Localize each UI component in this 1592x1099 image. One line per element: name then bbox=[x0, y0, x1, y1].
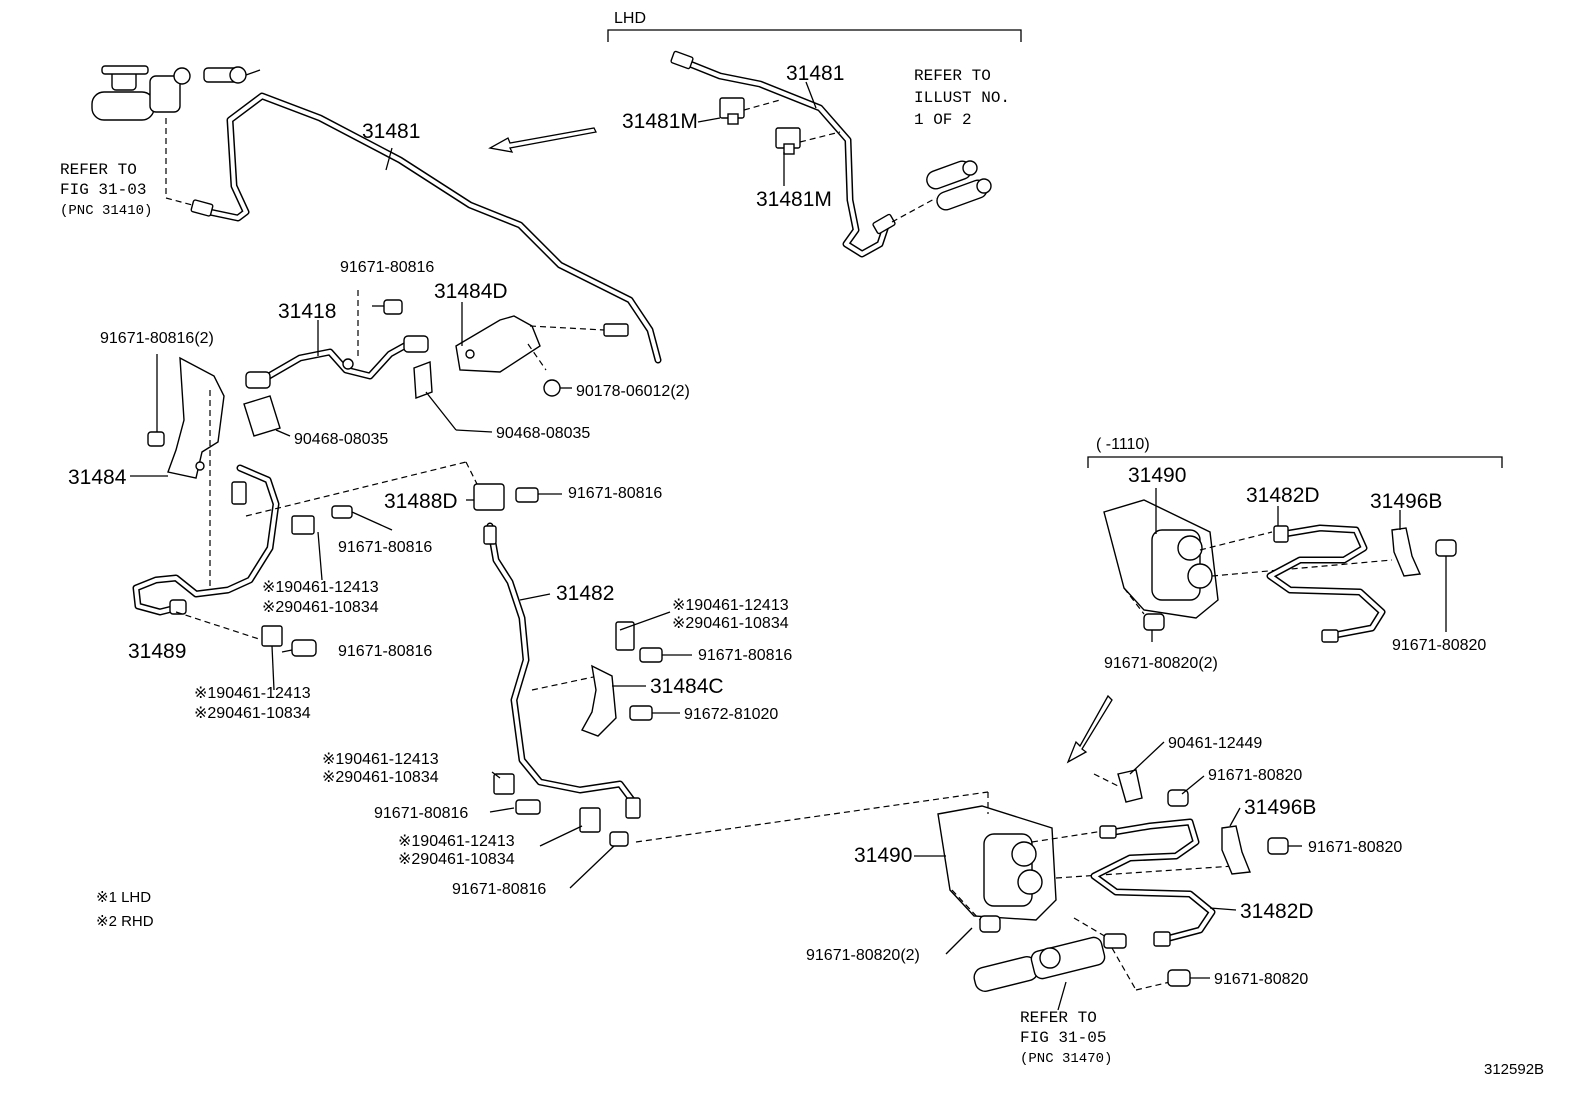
clamp-with-bolt-91671-80816-b bbox=[245, 461, 481, 535]
clamp-31496b-upper bbox=[1391, 527, 1457, 632]
refer-fig-3103-line3: (PNC 31410) bbox=[60, 203, 152, 219]
to-1110-group-bracket: ( -1110) bbox=[1087, 436, 1503, 468]
pipe-31482 bbox=[483, 522, 989, 843]
label-90468-08035-b: 90468-08035 bbox=[496, 425, 590, 442]
label-31481m-lower: 31481M bbox=[756, 188, 832, 211]
label-31484: 31484 bbox=[68, 466, 127, 489]
label-31482d-lower: 31482D bbox=[1240, 900, 1314, 923]
refer-illust-line1: REFER TO bbox=[914, 67, 991, 85]
union-fitting bbox=[891, 160, 992, 223]
refer-fig-3105-line3: (PNC 31470) bbox=[1020, 1051, 1112, 1067]
refer-fig-3103-line1: REFER TO bbox=[60, 161, 137, 179]
diagram-id: 312592B bbox=[1484, 1061, 1544, 1078]
note-rhd-c: ※290461-10834 bbox=[672, 615, 789, 632]
label-31418: 31418 bbox=[278, 300, 336, 323]
clip-90468-08035-a bbox=[243, 395, 291, 437]
label-91671-80820-2-upper: 91671-80820(2) bbox=[1104, 655, 1218, 672]
label-91671-80816-c: 91671-80816 bbox=[338, 539, 432, 556]
lhd-group-label: LHD bbox=[614, 10, 646, 27]
label-91671-80820-d: 91671-80820 bbox=[1214, 971, 1308, 988]
label-91671-80816-top: 91671-80816 bbox=[340, 259, 434, 276]
legend-rhd: ※2 RHD bbox=[96, 913, 154, 930]
label-91671-80816-d: 91671-80816 bbox=[338, 643, 432, 660]
clamp-31481m-upper bbox=[719, 97, 781, 125]
label-31484d: 31484D bbox=[434, 280, 508, 303]
clamp-with-bolt-91671-80816-d bbox=[175, 611, 317, 691]
label-91671-80820-b: 91671-80820 bbox=[1208, 767, 1302, 784]
pipe-31481-main bbox=[190, 92, 662, 364]
note-lhd-a: ※190461-12413 bbox=[262, 579, 379, 596]
label-31490-lower: 31490 bbox=[854, 844, 912, 867]
label-90468-08035-a: 90468-08035 bbox=[294, 431, 388, 448]
clamp-90461-12449 bbox=[1093, 769, 1189, 807]
label-91671-80816-g: 91671-80816 bbox=[452, 881, 546, 898]
label-31496b-lower: 31496B bbox=[1244, 796, 1316, 819]
label-91671-80816-f: 91671-80816 bbox=[374, 805, 468, 822]
label-31484c: 31484C bbox=[650, 675, 724, 698]
label-91671-80816-2: 91671-80816(2) bbox=[100, 330, 214, 347]
label-31481-main: 31481 bbox=[362, 120, 420, 143]
pipe-31481-lhd bbox=[670, 50, 896, 258]
arrow-down-left-icon bbox=[1066, 694, 1113, 764]
label-90461-12449: 90461-12449 bbox=[1168, 735, 1262, 752]
clamp-31496b-lower bbox=[1221, 825, 1289, 875]
note-rhd-d: ※290461-10834 bbox=[322, 769, 439, 786]
label-31490-upper: 31490 bbox=[1128, 464, 1186, 487]
label-91671-80820-2-lower: 91671-80820(2) bbox=[806, 947, 920, 964]
note-lhd-d: ※190461-12413 bbox=[322, 751, 439, 768]
clamp-31481m-lower bbox=[775, 127, 841, 155]
bolt-91671-80816-top bbox=[357, 290, 403, 360]
to-1110-group-label: ( -1110) bbox=[1096, 436, 1150, 453]
refer-illust-line2: ILLUST NO. bbox=[914, 89, 1010, 107]
bracket-31484c bbox=[580, 621, 663, 737]
label-91671-80816-e: 91671-80816 bbox=[698, 647, 792, 664]
clutch-damper-31490-upper bbox=[1103, 499, 1393, 631]
refer-fig-3105-line2: FIG 31-05 bbox=[1020, 1029, 1106, 1047]
label-91671-80820-a: 91671-80820 bbox=[1392, 637, 1486, 654]
refer-illust-line3: 1 OF 2 bbox=[914, 111, 972, 129]
note-rhd-e: ※290461-10834 bbox=[398, 851, 515, 868]
label-31482: 31482 bbox=[556, 582, 614, 605]
clamp-with-bolt-91671-80816-f bbox=[493, 773, 541, 815]
note-lhd-b: ※190461-12413 bbox=[194, 685, 311, 702]
bracket-31488d bbox=[473, 483, 562, 511]
pipe-31482d-lower bbox=[1090, 818, 1216, 947]
nut-90178-06012 bbox=[543, 379, 572, 397]
clip-90468-08035-b bbox=[413, 361, 493, 433]
bracket-31484 bbox=[147, 354, 225, 590]
pipe-31482d-upper bbox=[1266, 524, 1386, 643]
label-91672-81020: 91672-81020 bbox=[684, 706, 778, 723]
label-90178-06012: 90178-06012(2) bbox=[576, 383, 690, 400]
leader-lines bbox=[130, 81, 1401, 1011]
refer-fig-3103-line2: FIG 31-03 bbox=[60, 181, 146, 199]
note-lhd-c: ※190461-12413 bbox=[672, 597, 789, 614]
clutch-master-cylinder bbox=[91, 65, 261, 207]
arrow-left-icon bbox=[488, 127, 597, 153]
label-31481-lhd: 31481 bbox=[786, 62, 844, 85]
label-31481m-upper: 31481M bbox=[622, 110, 698, 133]
label-31496b-upper: 31496B bbox=[1370, 490, 1442, 513]
lhd-group-bracket: LHD bbox=[607, 10, 1022, 42]
legend-lhd: ※1 LHD bbox=[96, 889, 151, 906]
flex-hose-31418 bbox=[245, 335, 429, 389]
note-rhd-a: ※290461-10834 bbox=[262, 599, 379, 616]
pipe-31489 bbox=[132, 464, 280, 616]
clamp-with-bolt-91671-80816-g bbox=[569, 807, 629, 889]
note-rhd-b: ※290461-10834 bbox=[194, 705, 311, 722]
note-lhd-e: ※190461-12413 bbox=[398, 833, 515, 850]
label-31488d: 31488D bbox=[384, 490, 458, 513]
label-91671-80816-b: 91671-80816 bbox=[568, 485, 662, 502]
clutch-damper-31490-lower bbox=[937, 792, 1235, 933]
bracket-31484d bbox=[455, 315, 629, 373]
clutch-release-cylinder bbox=[973, 917, 1191, 992]
label-91671-80820-c: 91671-80820 bbox=[1308, 839, 1402, 856]
label-31489: 31489 bbox=[128, 640, 186, 663]
label-31482d-upper: 31482D bbox=[1246, 484, 1320, 507]
refer-fig-3105-line1: REFER TO bbox=[1020, 1009, 1097, 1027]
